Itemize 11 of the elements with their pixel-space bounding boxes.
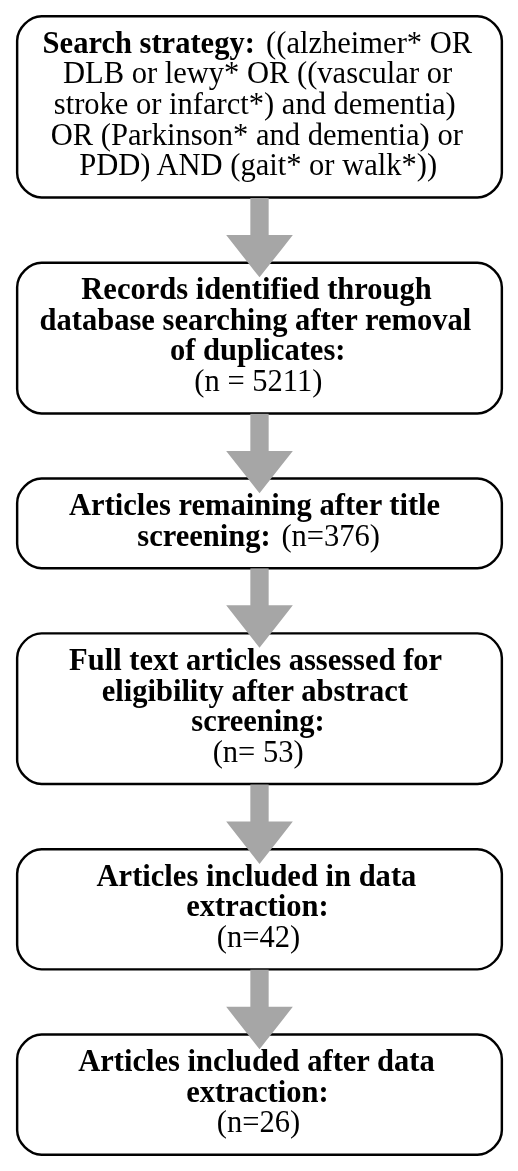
node-box: Articles remaining after title screening: (n=376) [15, 477, 503, 570]
node-box: Search strategy: ((alzheimer* OR DLB or lewy* OR ((vascular or stroke or infarct*) and dementia) OR (Parkinson* and dementia) or PDD) AND (gait* or walk*)) [15, 15, 503, 199]
arrow [225, 784, 293, 864]
node-box: Records identified through database searching after removal of duplicates: (n = 5211) [15, 261, 503, 415]
arrow [225, 198, 293, 278]
arrow [225, 413, 293, 494]
arrow [225, 969, 293, 1050]
node-box: Articles included in data extraction: (n=42) [15, 848, 503, 971]
arrow [225, 568, 293, 648]
node-box: Articles included after data extraction: (n=26) [15, 1033, 503, 1156]
node-box: Full text articles assessed for eligibility after abstract screening: (n= 53) [15, 632, 503, 786]
